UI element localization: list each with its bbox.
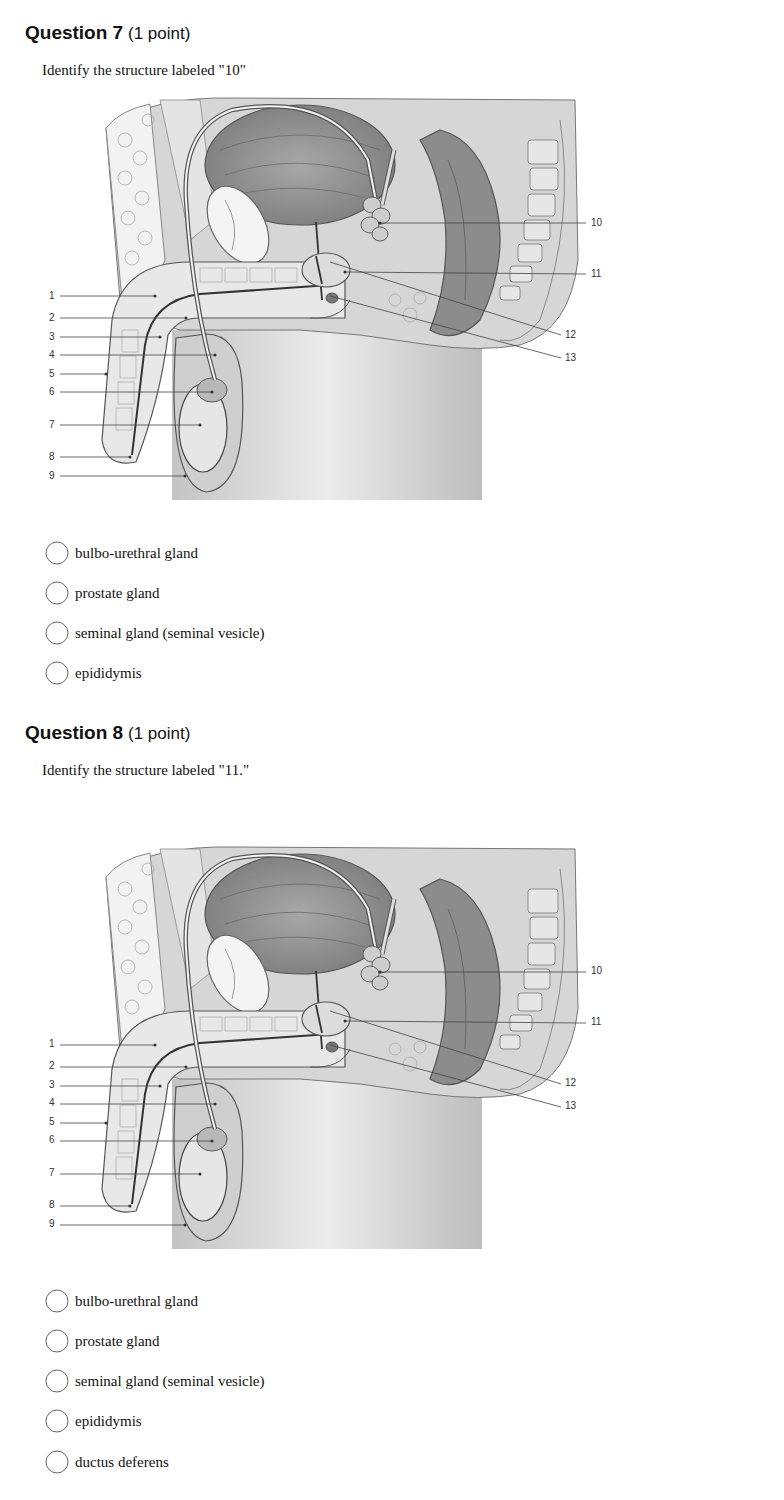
callout-number: 11	[591, 268, 601, 280]
callout-number: 9	[49, 1218, 55, 1230]
question-heading: Question 7	[25, 22, 123, 44]
callout-number: 6	[49, 386, 55, 398]
point-value: (1 point)	[128, 24, 190, 44]
answer-option: epididymis	[75, 1412, 142, 1430]
callout-number: 6	[49, 1134, 55, 1146]
answer-option: epididymis	[75, 664, 142, 682]
answer-option: seminal gland (seminal vesicle)	[75, 1372, 265, 1390]
callout-number: 13	[565, 352, 576, 364]
callout-number: 4	[49, 349, 55, 361]
callout-number: 8	[49, 451, 55, 463]
callout-number: 10	[591, 965, 602, 977]
callout-number: 7	[49, 1167, 55, 1179]
anatomy-illustration	[60, 847, 586, 1249]
callout-number: 8	[49, 1199, 55, 1211]
callout-number: 12	[565, 1077, 576, 1089]
callout-number: 5	[49, 368, 55, 380]
callout-number: 3	[49, 1079, 55, 1091]
callout-number: 4	[49, 1097, 55, 1109]
callout-number: 12	[565, 329, 576, 341]
question-prompt: Identify the structure labeled "10"	[42, 61, 246, 79]
callout-number: 2	[49, 1060, 55, 1072]
callout-number: 1	[49, 1038, 55, 1050]
answer-option: prostate gland	[75, 1332, 160, 1350]
question-prompt: Identify the structure labeled "11."	[42, 761, 249, 779]
answer-option: prostate gland	[75, 584, 160, 602]
point-value: (1 point)	[128, 724, 190, 744]
callout-number: 1	[49, 290, 55, 302]
callout-number: 9	[49, 470, 55, 482]
callout-number: 7	[49, 419, 55, 431]
callout-number: 11	[591, 1016, 601, 1028]
answer-option: bulbo-urethral gland	[75, 544, 198, 562]
callout-number: 10	[591, 217, 602, 229]
callout-number: 3	[49, 331, 55, 343]
answer-option: bulbo-urethral gland	[75, 1292, 198, 1310]
radio-buttons	[46, 542, 68, 1473]
callout-number: 5	[49, 1116, 55, 1128]
answer-option: seminal gland (seminal vesicle)	[75, 624, 265, 642]
anatomy-illustration	[60, 98, 586, 500]
callout-number: 2	[49, 312, 55, 324]
answer-option: ductus deferens	[75, 1453, 169, 1471]
callout-number: 13	[565, 1100, 576, 1112]
question-heading: Question 8	[25, 722, 123, 744]
